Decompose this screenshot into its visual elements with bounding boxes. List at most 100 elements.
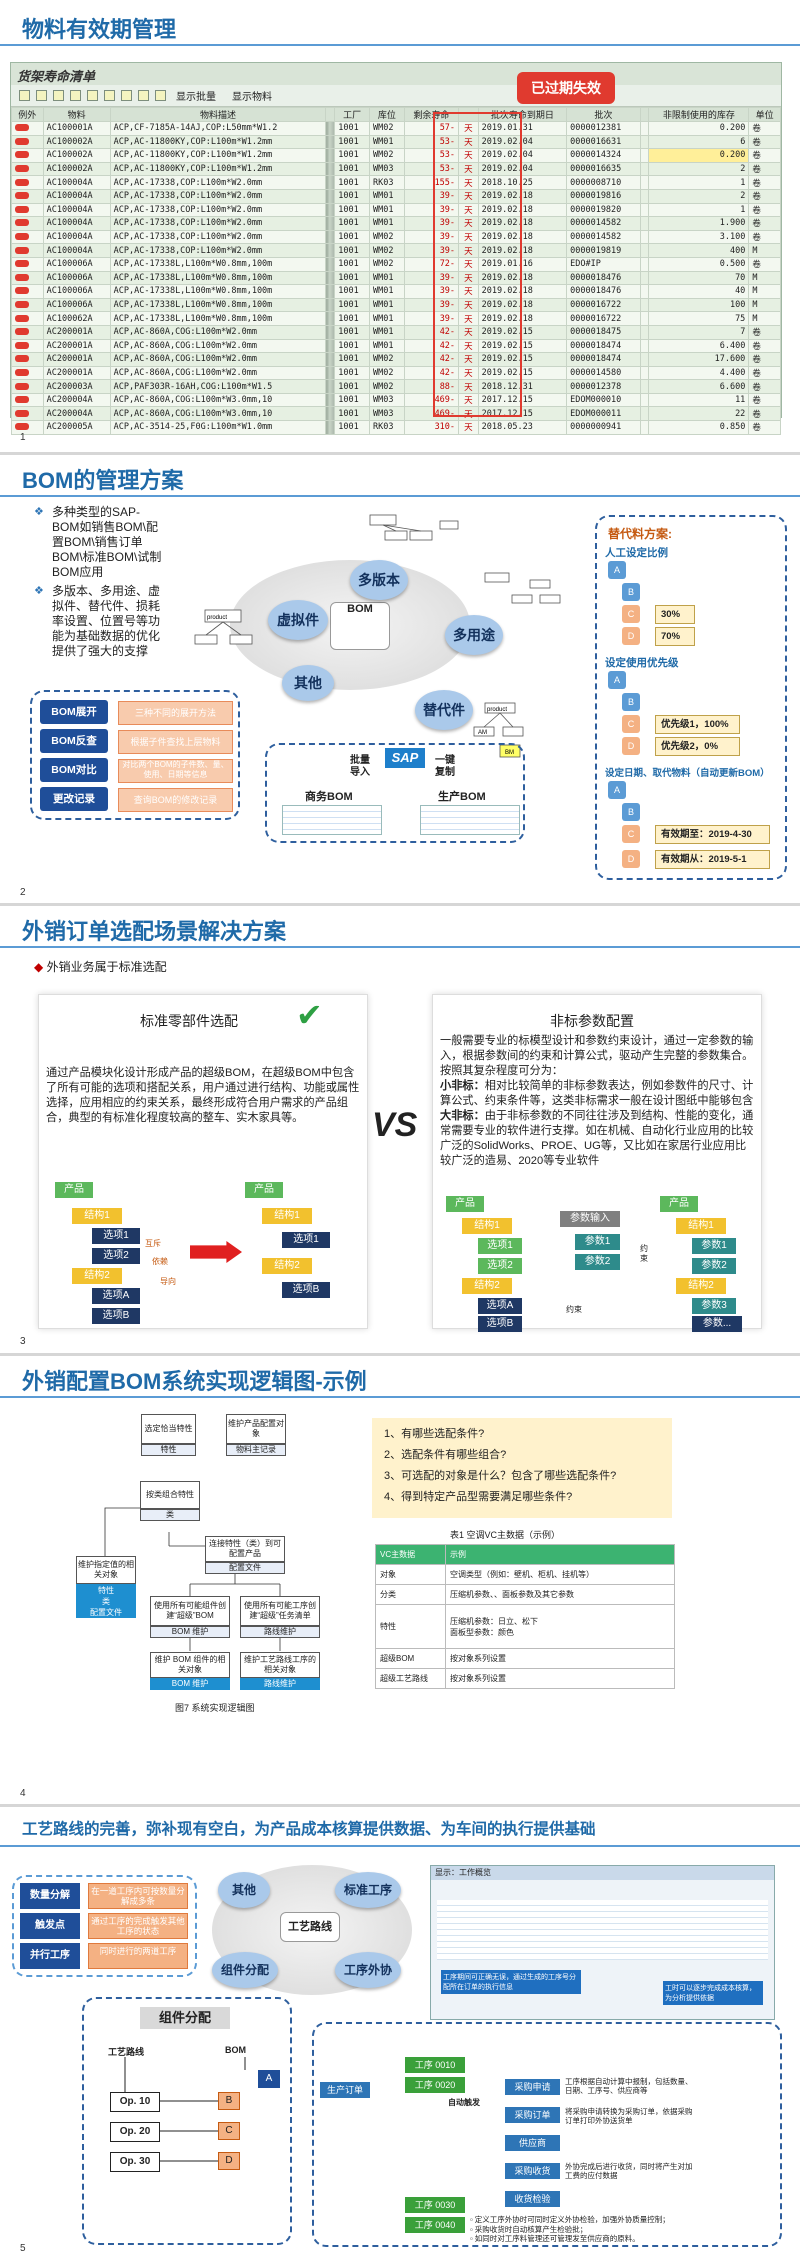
bom-center-label: BOM xyxy=(347,603,373,615)
select-icon[interactable] xyxy=(36,90,47,101)
sum-icon[interactable] xyxy=(104,90,115,101)
vc-value-cell: 按对象系列设置 xyxy=(445,1648,675,1669)
batch-cell: 0000018476 xyxy=(566,284,641,299)
material-cell: AC200001A xyxy=(42,365,111,381)
storage-cell: WM01 xyxy=(368,297,405,313)
column-header[interactable] xyxy=(458,107,479,122)
commerce-bom-label: 商务BOM xyxy=(305,791,353,803)
storage-cell: WM01 xyxy=(368,202,405,218)
blurred-cell xyxy=(325,379,336,394)
feature-3-button[interactable]: 更改记录 xyxy=(40,787,108,811)
column-header[interactable]: 例外 xyxy=(11,107,44,122)
screenshot-note-1: 工序期间可正确无误，通过生成的工序号分配所在订单的执行信息 xyxy=(441,1970,581,1994)
spacer-cell xyxy=(639,121,650,136)
column-header[interactable] xyxy=(639,107,650,122)
layout-icon[interactable] xyxy=(155,90,166,101)
sort-desc-icon[interactable] xyxy=(70,90,81,101)
feature-0-button[interactable]: BOM展开 xyxy=(40,700,108,724)
desc-cell: ACP,AC-17338L,L100m*W0.8mm,100m xyxy=(109,256,327,272)
desc-cell: ACP,AC-17338,COP:L100m*W2.0mm xyxy=(109,188,327,204)
large-text: 由于非标参数的不同往往涉及到结构、性能的变化，通常需要专业的软件进行支撑。如在机… xyxy=(440,1110,754,1167)
desc-cell: ACP,AC-17338,COP:L100m*W2.0mm xyxy=(109,229,327,245)
structure-1-node: 结构1 xyxy=(262,1208,312,1224)
vc-value-cell: 压缩机参数：日立、松下 面板型参数：颜色 xyxy=(445,1604,675,1649)
export-icon[interactable] xyxy=(138,90,149,101)
bom-item-c: C xyxy=(218,2122,240,2140)
spacer-cell xyxy=(639,297,650,313)
table-row: 特性压缩机参数：日立、松下 面板型参数：颜色 xyxy=(375,1604,675,1649)
column-header[interactable]: 剩余寿命 xyxy=(403,107,460,122)
depend-label: 依赖 xyxy=(152,1257,168,1266)
spacer-cell xyxy=(639,134,650,150)
column-header[interactable]: 物料描述 xyxy=(109,107,327,122)
exception-cell xyxy=(11,148,44,163)
show-material-button[interactable]: 显示物料 xyxy=(232,92,272,103)
desc-cell: ACP,AC-17338,COP:L100m*W2.0mm xyxy=(109,202,327,218)
date-label: 设定日期、取代物料（自动更新BOM） xyxy=(605,768,770,779)
column-header[interactable]: 非限制使用的库存 xyxy=(648,107,750,122)
feature-2-button[interactable]: BOM对比 xyxy=(40,758,108,782)
structure-1-node: 结构1 xyxy=(462,1218,512,1234)
refresh-icon[interactable] xyxy=(19,90,30,101)
desc-cell: ACP,AC-17338L,L100m*W0.8mm,100m xyxy=(109,270,327,286)
show-batch-button[interactable]: 显示批量 xyxy=(176,92,216,103)
exception-cell xyxy=(11,243,44,258)
column-header[interactable]: 单位 xyxy=(748,107,781,122)
filter-icon[interactable] xyxy=(87,90,98,101)
param-input-node: 参数输入 xyxy=(560,1211,620,1227)
status-lamp-icon xyxy=(15,219,29,227)
column-header[interactable]: 批次寿命到期日 xyxy=(477,107,568,122)
uom-cell: M xyxy=(748,243,781,258)
column-header[interactable]: 物料 xyxy=(42,107,111,122)
column-header[interactable] xyxy=(325,107,336,122)
vc-value-cell: 示例 xyxy=(445,1544,675,1565)
note-po: 将采购申请转换为采购订单，依据采购订单打印外协送货单 xyxy=(565,2107,693,2125)
column-header[interactable]: 批次 xyxy=(566,107,641,122)
constraint-label: 约束 xyxy=(566,1305,582,1314)
plant-cell: 1001 xyxy=(334,406,370,422)
uom-cell: 卷 xyxy=(748,352,781,367)
purchase-req: 采购申请 xyxy=(505,2079,560,2095)
feature-1-button[interactable]: BOM反查 xyxy=(40,729,108,753)
product-node: 产品 xyxy=(446,1196,484,1212)
blurred-cell xyxy=(325,297,336,313)
uom-cell: 卷 xyxy=(748,161,781,177)
status-lamp-icon xyxy=(15,396,29,404)
exception-cell xyxy=(11,134,44,150)
storage-cell: WM01 xyxy=(368,134,405,150)
node-b: B xyxy=(622,803,640,821)
blurred-cell xyxy=(325,243,336,258)
alloc-connectors xyxy=(124,2057,246,2162)
storage-cell: WM02 xyxy=(368,352,405,367)
column-header[interactable]: 工厂 xyxy=(334,107,370,122)
spacer-cell xyxy=(639,406,650,422)
sort-asc-icon[interactable] xyxy=(53,90,64,101)
status-lamp-icon xyxy=(15,205,29,213)
print-icon[interactable] xyxy=(121,90,132,101)
op-0020: 工序 0020 xyxy=(405,2077,465,2093)
column-header[interactable]: 库位 xyxy=(368,107,405,122)
